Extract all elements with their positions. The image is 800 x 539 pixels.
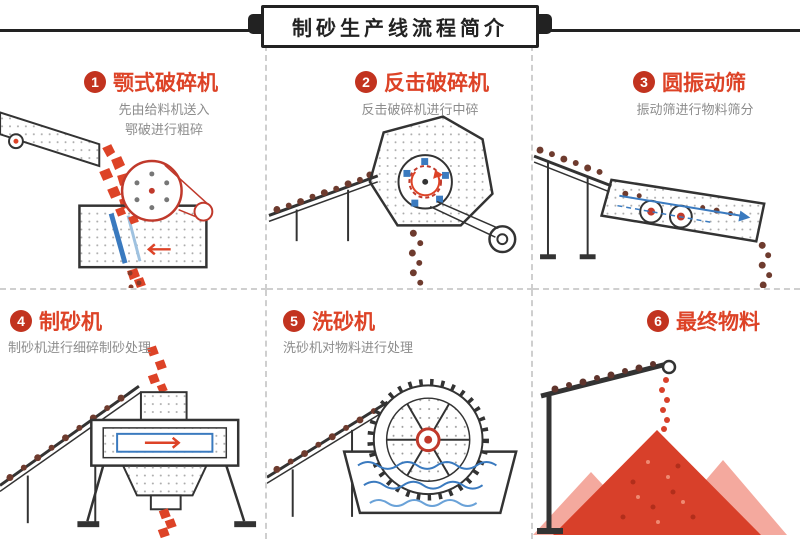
step-description: 制砂机进行细碎制砂处理 <box>8 340 152 355</box>
step-number-badge: 6 <box>647 310 669 332</box>
step-title: 圆振动筛 <box>662 72 746 95</box>
step-description: 先由给料机送入 鄂破进行粗碎 <box>118 102 210 137</box>
step-title: 制砂机 <box>39 311 102 334</box>
final-material-illustration <box>533 359 787 535</box>
step-sand-maker: 4 制砂机 制砂机进行细碎制砂处理 <box>0 290 267 539</box>
step-number-badge: 3 <box>633 71 655 93</box>
step-final-material: 6 最终物料 <box>533 290 800 539</box>
step-number-badge: 4 <box>10 310 32 332</box>
sand-washer-illustration <box>267 378 518 517</box>
step-number-badge: 5 <box>283 310 305 332</box>
step-description: 振动筛进行物料筛分 <box>636 102 754 117</box>
sand-maker-illustration <box>0 345 257 539</box>
step-number-badge: 1 <box>84 71 106 93</box>
step-impact-crusher: 2 反击破碎机 反击破碎机进行中碎 <box>267 45 533 290</box>
step-title: 反击破碎机 <box>384 72 489 95</box>
step-sand-washer: 5 洗砂机 洗砂机对物料进行处理 <box>267 290 533 539</box>
process-grid: 1 颚式破碎机 先由给料机送入 鄂破进行粗碎 <box>0 45 800 539</box>
jaw-crusher-illustration <box>0 111 214 288</box>
step-description: 洗砂机对物料进行处理 <box>283 340 414 355</box>
step-title: 洗砂机 <box>312 311 375 334</box>
step-title: 颚式破碎机 <box>113 72 218 95</box>
step-vibrating-screen: 3 圆振动筛 振动筛进行物料筛分 <box>533 45 800 290</box>
step-description: 反击破碎机进行中碎 <box>361 102 479 117</box>
vibrating-screen-illustration <box>533 146 773 288</box>
step-jaw-crusher: 1 颚式破碎机 先由给料机送入 鄂破进行粗碎 <box>0 45 267 290</box>
title-banner: 制砂生产线流程简介 <box>248 5 552 48</box>
impact-crusher-illustration <box>268 115 517 286</box>
step-number-badge: 2 <box>355 71 377 93</box>
step-title: 最终物料 <box>676 311 760 334</box>
page-title: 制砂生产线流程简介 <box>261 5 539 48</box>
